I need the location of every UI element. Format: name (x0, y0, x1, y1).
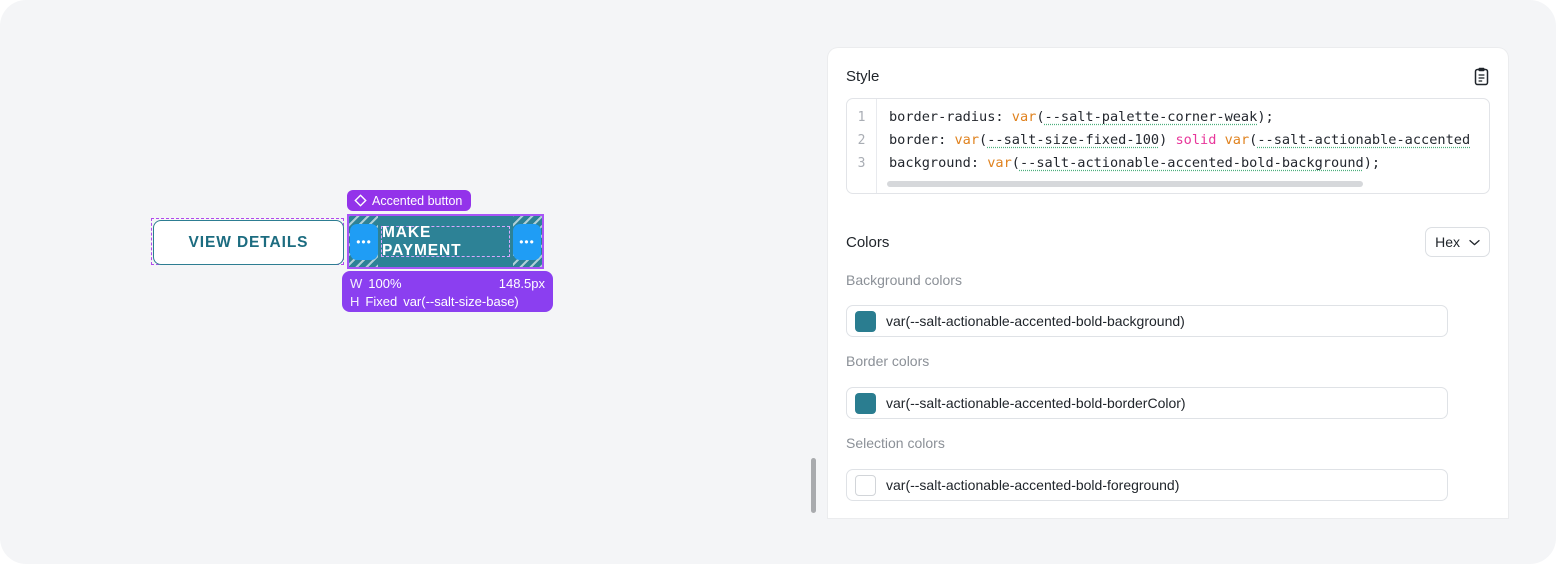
view-details-button[interactable]: VIEW DETAILS (153, 220, 344, 265)
component-badge-label: Accented button (372, 193, 463, 208)
code-paren: ( (979, 132, 988, 148)
code-prop: border: (889, 132, 955, 148)
code-horizontal-scrollbar[interactable] (887, 181, 1363, 187)
component-badge[interactable]: Accented button (347, 190, 472, 211)
code-line-2: border: var(--salt-size-fixed-100) solid… (877, 129, 1489, 152)
code-func: var (1011, 109, 1037, 125)
code-paren-close: ); (1363, 155, 1381, 171)
color-token-value: var(--salt-actionable-accented-bold-bord… (886, 395, 1186, 411)
code-token: --salt-size-fixed-100 (987, 132, 1160, 148)
style-code-editor[interactable]: 1 2 3 border-radius: var(--salt-palette-… (846, 98, 1490, 194)
border-color-row[interactable]: var(--salt-actionable-accented-bold-bord… (846, 387, 1448, 419)
style-section-title: Style (846, 67, 880, 85)
background-colors-label: Background colors (846, 272, 962, 288)
code-func: var (954, 132, 980, 148)
panel-scrollbar-thumb[interactable] (811, 458, 816, 513)
color-swatch[interactable] (855, 392, 876, 414)
code-lines[interactable]: border-radius: var(--salt-palette-corner… (877, 106, 1489, 175)
background-color-row[interactable]: var(--salt-actionable-accented-bold-back… (846, 305, 1448, 337)
chevron-down-icon (1469, 239, 1480, 246)
line-number: 3 (857, 156, 866, 171)
make-payment-button-label[interactable]: MAKE PAYMENT (381, 224, 510, 259)
view-details-selection-outline: VIEW DETAILS (151, 218, 344, 265)
code-line-3: background: var(--salt-actionable-accent… (877, 152, 1489, 175)
code-paren: ( (1036, 109, 1045, 125)
selection-color-row[interactable]: var(--salt-actionable-accented-bold-fore… (846, 469, 1448, 501)
colors-section-header: Colors Hex (846, 226, 1490, 258)
width-key: W (350, 275, 363, 291)
size-tooltip-width-row: W 100% 148.5px (350, 274, 545, 292)
code-gutter: 1 2 3 (847, 99, 877, 193)
size-tooltip-height-row: H Fixed var(--salt-size-base) (350, 292, 545, 310)
line-number: 2 (857, 133, 866, 148)
height-key: H (350, 293, 360, 309)
resize-handle-right[interactable]: ••• (513, 223, 541, 260)
design-canvas[interactable]: VIEW DETAILS Accented button ••• ••• MAK… (0, 0, 800, 564)
line-number: 1 (857, 110, 866, 125)
code-paren: ( (1011, 155, 1020, 171)
code-paren-2: ( (1249, 132, 1258, 148)
color-format-value: Hex (1435, 234, 1460, 250)
code-paren-close: ); (1257, 109, 1274, 125)
border-colors-label: Border colors (846, 353, 930, 369)
code-token: --salt-actionable-accented-bold-backgrou… (1019, 155, 1364, 171)
height-mode: Fixed (365, 293, 398, 309)
make-payment-component-selected[interactable]: ••• ••• MAKE PAYMENT (347, 214, 544, 269)
code-token: --salt-palette-corner-weak (1044, 109, 1258, 125)
width-value: 148.5px (498, 275, 545, 291)
code-func-2: var (1216, 132, 1250, 148)
code-prop: border-radius: (889, 109, 1012, 125)
code-paren-close: ) (1159, 132, 1176, 148)
component-diamond-icon (354, 194, 367, 207)
code-token-2: --salt-actionable-accented (1257, 132, 1471, 148)
color-swatch[interactable] (855, 310, 876, 332)
code-func: var (987, 155, 1012, 171)
color-swatch[interactable] (855, 474, 876, 496)
color-token-value: var(--salt-actionable-accented-bold-back… (886, 313, 1185, 329)
color-format-select[interactable]: Hex (1425, 227, 1490, 257)
height-value: var(--salt-size-base) (403, 293, 519, 309)
width-mode: 100% (368, 275, 402, 291)
code-keyword: solid (1175, 132, 1217, 148)
size-tooltip: W 100% 148.5px H Fixed var(--salt-size-b… (342, 271, 553, 312)
color-token-value: var(--salt-actionable-accented-bold-fore… (886, 477, 1180, 493)
resize-handle-left[interactable]: ••• (350, 223, 378, 260)
clipboard-icon[interactable] (1473, 67, 1490, 86)
colors-section-title: Colors (846, 233, 890, 251)
code-line-1: border-radius: var(--salt-palette-corner… (877, 106, 1489, 129)
code-prop: background: (889, 155, 988, 171)
style-panel: Style 1 2 3 border-radius: var(--salt-pa (828, 48, 1508, 518)
style-section-header: Style (846, 63, 1490, 89)
selection-colors-label: Selection colors (846, 435, 945, 451)
